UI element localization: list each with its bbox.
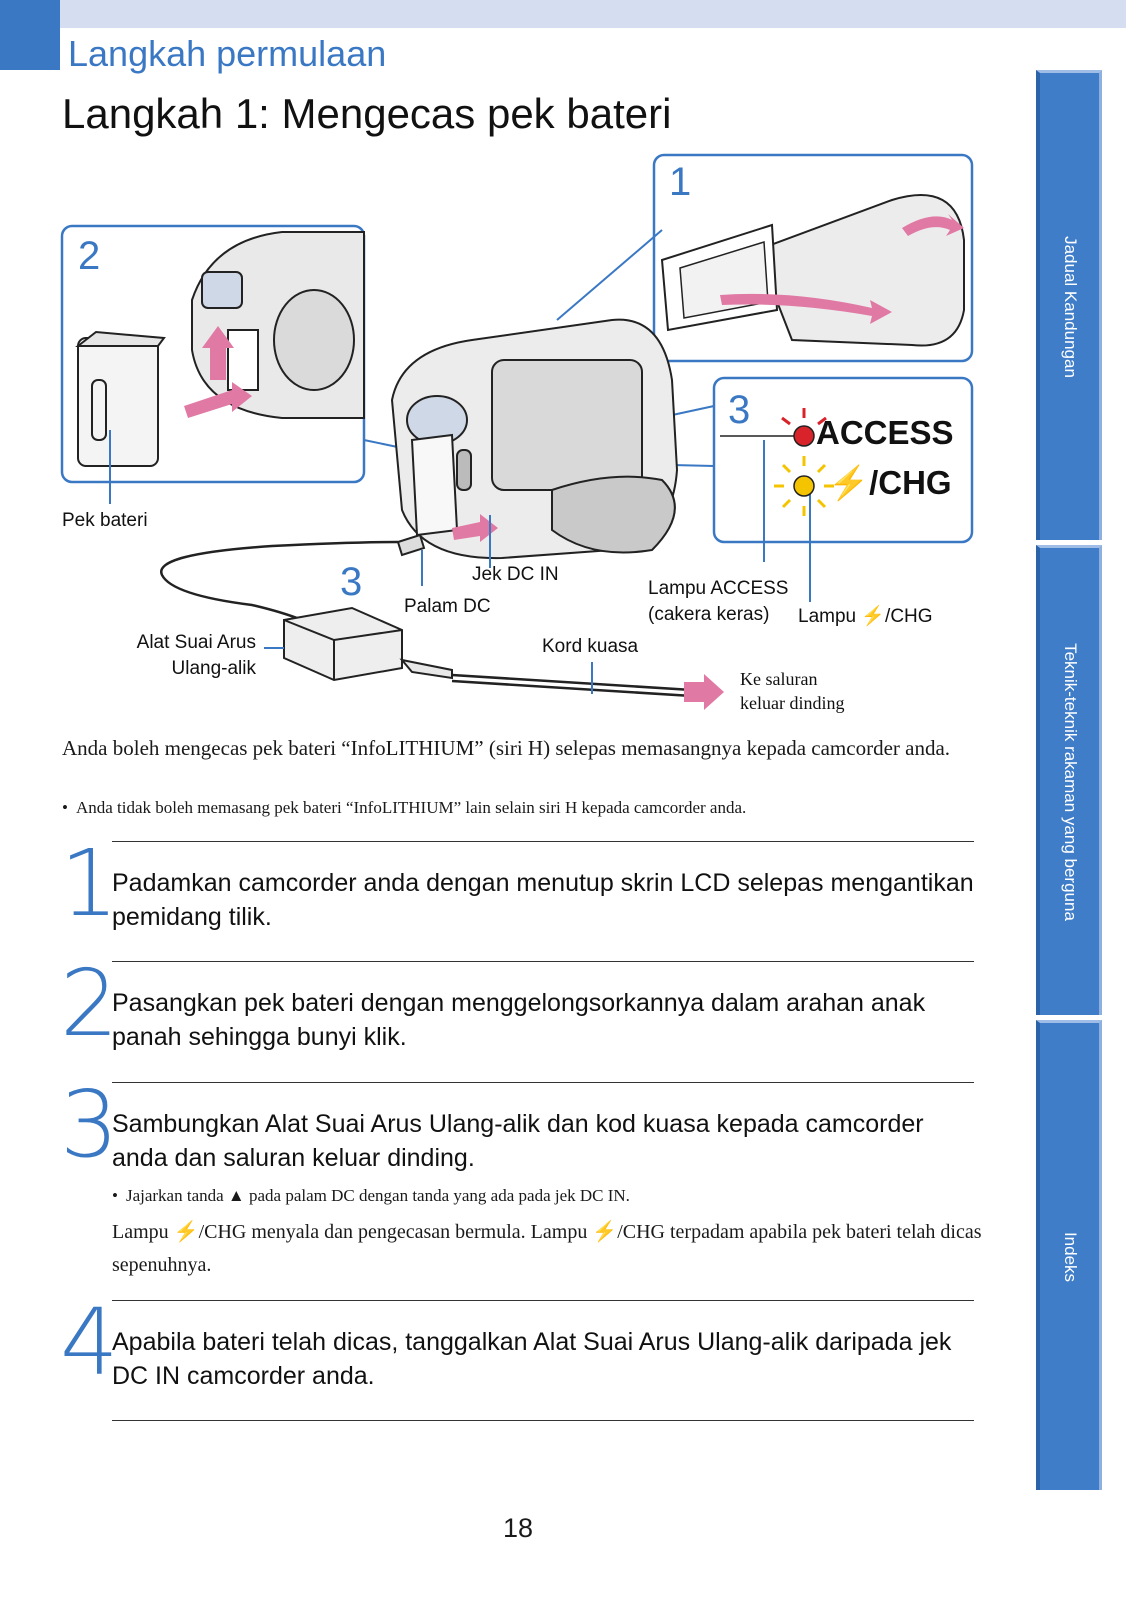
chg-lamp-label: Lampu ⚡/CHG [798,604,933,628]
battery-pack-drawing [75,330,166,467]
figure-step-1: 1 [669,160,692,204]
figure-step-3-inset: 3 [728,388,751,432]
chg-indicator-label: /CHG [869,464,952,501]
step-number: 2 [60,950,119,1057]
tab-table-of-contents[interactable]: Jadual Kandungan [1036,70,1102,540]
step-text: Padamkan camcorder anda dengan menutup s… [112,869,974,931]
access-lamp-sublabel: (cakera keras) [648,604,770,625]
triangle-mark-icon: ▲ [227,1186,245,1205]
wall-outlet-label-1: Ke saluran [740,669,818,689]
flash-icon: ⚡ [828,464,870,501]
chg-indicator-text: ⚡/CHG [828,464,952,503]
tab-label: Teknik-teknik rakaman yang berguna [1060,642,1080,921]
step-3-note: Lampu ⚡/CHG menyala dan pengecasan bermu… [112,1216,982,1282]
chg-lamp-indicator [774,456,834,516]
charging-illustration: 1 2 3 3 ACCESS ⚡/CHG Pek bateri Jek DC I… [52,150,984,720]
dc-plug-label: Palam DC [404,596,491,617]
note-text-2: /CHG menyala dan pengecasan bermula. Lam… [198,1221,593,1243]
battery-pack-label: Pek bateri [62,510,148,531]
divider [112,841,974,842]
figure-step-3-main: 3 [340,560,363,604]
illustration-drawing [60,153,974,710]
corner-marker [0,0,60,70]
chg-lamp-suffix: /CHG [885,606,933,627]
access-lamp-indicator [781,408,827,447]
tab-index[interactable]: Indeks [1036,1020,1102,1490]
step-number: 1 [60,830,119,937]
divider [112,1082,974,1083]
top-header-bar [0,0,1126,28]
page-number: 18 [502,1513,534,1543]
step-text: Apabila bateri telah dicas, tanggalkan A… [112,1328,952,1390]
figure-step-2: 2 [78,234,101,278]
tab-useful-recording-techniques[interactable]: Teknik-teknik rakaman yang berguna [1036,545,1102,1015]
access-indicator-text: ACCESS [816,414,954,451]
camcorder-rear-drawing [191,231,365,419]
step-3-bullet: Jajarkan tanda ▲ pada palam DC dengan ta… [112,1186,630,1206]
divider [112,1420,974,1421]
bullet-text-pre: Jajarkan tanda [125,1186,228,1205]
ac-adaptor-label-2: Ulang-alik [171,658,256,679]
ac-adaptor-drawing [283,606,403,682]
divider [112,1300,974,1301]
intro-bullet: Anda tidak boleh memasang pek bateri “In… [62,798,746,818]
note-text-1: Lampu [112,1221,174,1243]
tab-label: Jadual Kandungan [1060,235,1080,378]
page-title: Langkah 1: Mengecas pek bateri [62,90,672,137]
ac-adaptor-label-1: Alat Suai Arus [136,632,256,653]
tab-label: Indeks [1060,1231,1080,1282]
divider [112,961,974,962]
section-title: Langkah permulaan [68,33,387,74]
access-lamp-label: Lampu ACCESS [648,578,789,599]
flash-icon: ⚡ [592,1221,618,1243]
dc-in-jack-label: Jek DC IN [472,564,559,585]
wall-outlet-label-2: keluar dinding [740,693,845,713]
step-number: 3 [60,1071,119,1178]
flash-icon: ⚡ [861,606,886,627]
power-cord-label: Kord kuasa [542,636,639,657]
intro-text: Anda boleh mengecas pek bateri “InfoLITH… [62,736,951,760]
camcorder-main-drawing [390,318,679,560]
step-text: Pasangkan pek bateri dengan menggelongso… [112,989,926,1051]
note-text-3: /CHG terpadam apabila pek bateri telah d… [112,1221,982,1276]
chg-lamp-label-text: Lampu [798,606,862,627]
step-text: Sambungkan Alat Suai Arus Ulang-alik dan… [112,1110,924,1172]
bullet-text-post: pada palam DC dengan tanda yang ada pada… [244,1186,630,1205]
flash-icon: ⚡ [173,1221,199,1243]
step-number: 4 [60,1289,119,1396]
